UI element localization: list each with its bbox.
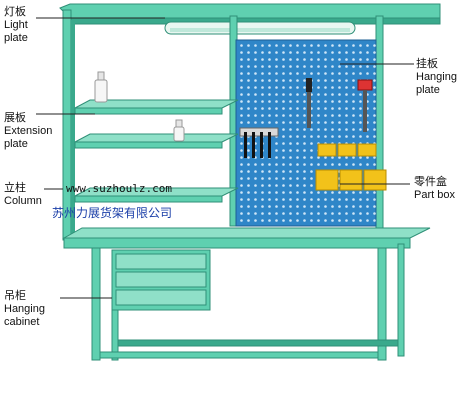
legs [91, 243, 405, 361]
label-extension-plate-zh: 展板 [4, 112, 26, 124]
part-boxes [315, 143, 387, 191]
bottles [94, 71, 185, 142]
label-extension-plate: 展板 Extension plate [4, 112, 52, 151]
label-part-box-en1: Part box [414, 189, 455, 201]
watermark-company: 苏州力展货架有限公司 [52, 206, 173, 220]
work-surface [62, 227, 431, 249]
tools [239, 78, 373, 158]
label-hanging-cabinet-zh: 吊柜 [4, 290, 26, 302]
watermark-url: www.suzhoulz.com [66, 182, 172, 195]
extension-shelves [74, 99, 239, 203]
label-hanging-plate-zh: 挂板 [416, 58, 438, 70]
label-light-plate: 灯板 Light plate [4, 6, 28, 45]
label-light-plate-en2: plate [4, 32, 28, 44]
label-hanging-plate-en2: plate [416, 84, 440, 96]
label-hanging-plate: 挂板 Hanging plate [416, 58, 457, 97]
label-column-en1: Column [4, 195, 42, 207]
label-hanging-cabinet-en1: Hanging [4, 303, 45, 315]
label-extension-plate-en1: Extension [4, 125, 53, 137]
label-part-box-zh: 零件盒 [414, 176, 447, 188]
leader-lines [36, 17, 414, 299]
label-hanging-plate-en1: Hanging [416, 71, 457, 83]
light-plate [59, 3, 441, 35]
label-hanging-cabinet-en2: cabinet [4, 316, 40, 328]
label-extension-plate-en2: plate [4, 138, 28, 150]
label-column-zh: 立柱 [4, 182, 26, 194]
label-hanging-cabinet: 吊柜 Hanging cabinet [4, 290, 45, 329]
hanging-cabinet [111, 249, 211, 311]
label-light-plate-en1: Light [4, 19, 28, 31]
label-light-plate-zh: 灯板 [4, 6, 26, 18]
label-column: 立柱 Column [4, 182, 42, 208]
label-part-box: 零件盒 Part box [414, 176, 455, 202]
